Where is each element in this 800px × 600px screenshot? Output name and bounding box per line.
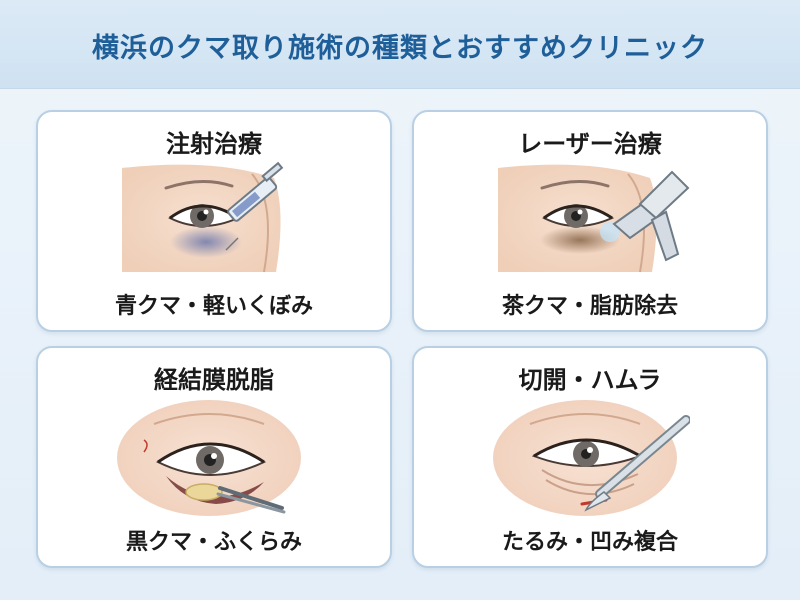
card-injection[interactable]: 注射治療 青クマ・軽いくぼみ <box>36 110 392 332</box>
forceps-eye-illustration <box>117 400 301 516</box>
dark-circle-shadow <box>170 226 242 258</box>
card-subtitle: 黒クマ・ふくらみ <box>125 530 302 555</box>
forceps-icon <box>216 486 286 514</box>
card-title: 経結膜脱脂 <box>154 366 274 394</box>
title-bar <box>0 0 800 89</box>
fat-pad <box>185 483 223 501</box>
laser-device-icon <box>600 170 690 262</box>
blood-mark <box>143 439 148 453</box>
scalpel-icon <box>584 415 690 512</box>
card-fat-removal[interactable]: 経結膜脱脂 黒クマ・ふくらみ <box>36 346 392 568</box>
card-subtitle: たるみ・凹み複合 <box>501 530 678 555</box>
card-subtitle: 青クマ・軽いくぼみ <box>114 294 313 319</box>
page-title: 横浜のクマ取り施術の種類とおすすめクリニック <box>92 33 708 64</box>
card-subtitle: 茶クマ・脂肪除去 <box>501 294 678 319</box>
dark-circle-shadow <box>540 226 620 254</box>
eyebrow <box>540 179 610 190</box>
laser-eye-illustration <box>498 164 690 273</box>
eyebrow <box>164 179 234 190</box>
card-title: レーザー治療 <box>518 130 662 158</box>
card-incision[interactable]: 切開・ハムラ たるみ・凹み複合 <box>412 346 768 568</box>
card-laser[interactable]: レーザー治療 茶クマ・脂肪除去 <box>412 110 768 332</box>
scalpel-eye-illustration <box>493 400 690 516</box>
syringe-eye-illustration <box>122 161 284 273</box>
syringe-icon <box>225 161 284 251</box>
card-title: 切開・ハムラ <box>518 366 662 394</box>
card-title: 注射治療 <box>166 130 262 158</box>
